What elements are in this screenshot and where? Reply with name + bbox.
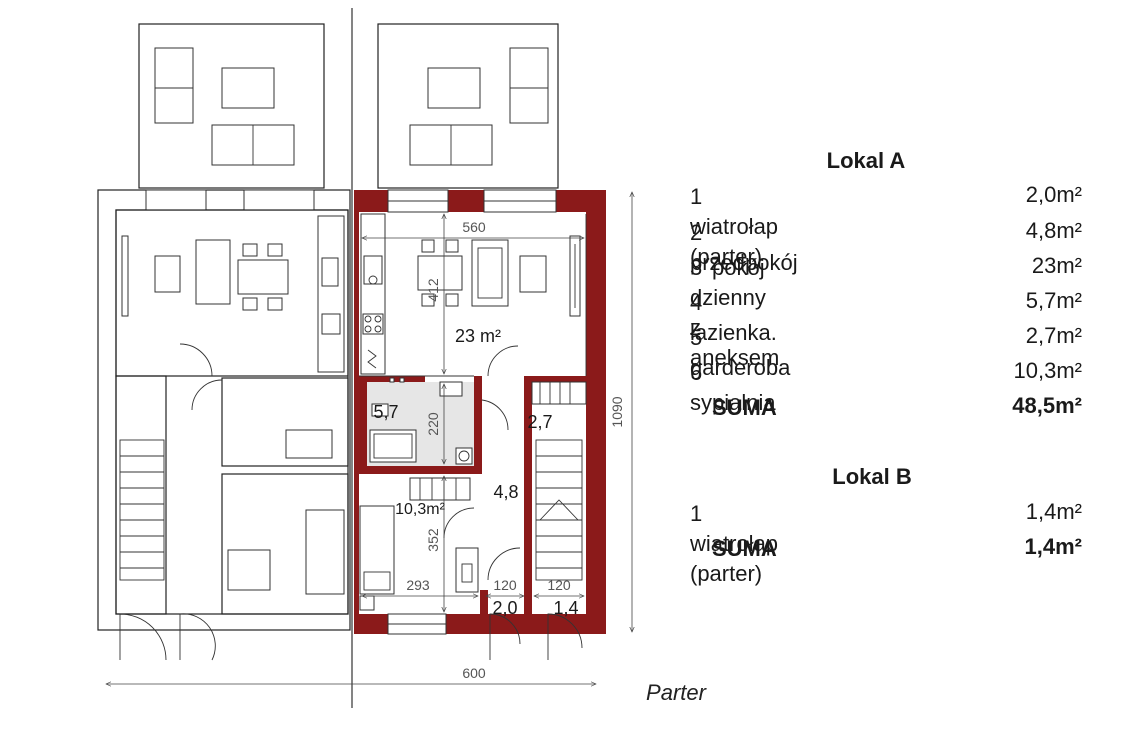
room-name: sypialnia [690,390,776,415]
bedroom-closet [409,477,471,501]
left-armchair [154,255,181,293]
left-bathroom [221,377,349,467]
stairs [535,439,583,581]
toilet [439,381,463,397]
room-name: pokój dzienny z aneksem [690,255,780,370]
legend-row: 4łazienka. [690,290,777,345]
desk [455,547,479,593]
dim-vestibule-a-width: 120 [493,577,517,593]
dim-living-depth: 412 [425,278,441,302]
label-vestibule-b-area: 1,4 [553,598,578,618]
legend-row: 2przedpokój [690,220,798,275]
room-area: 1,4m² [1025,499,1082,524]
room-name: wiatrołap (parter) [690,214,779,269]
washbasin [371,403,389,417]
fridge-icon [367,349,377,369]
left-terrace-sofa [154,47,194,124]
right-unit [354,23,606,660]
legend-lokal-a-title: Lokal A [826,148,906,173]
bathtub [369,429,417,463]
dim-bath-depth: 220 [425,412,441,436]
room-area: 5,7m² [1025,288,1082,313]
bed [359,505,395,595]
entrance-door-b [547,613,583,660]
legend-row: 1wiatrołap (parter) [690,501,779,586]
floor-caption: Parter [646,680,708,705]
room-name: łazienka. [690,320,777,345]
label-bedroom-area: 10,3m² [395,501,445,518]
left-unit [97,23,351,661]
label-vestibule-a-area: 2,0 [492,598,517,618]
room-name: garderoba [690,355,791,380]
left-terrace-table [221,67,275,109]
legend-sum-value: 1,4m² [1024,534,1082,559]
cooktop-icon [362,313,384,335]
sink-icon [363,255,383,285]
legend-row: 5garderoba [690,325,791,380]
room-area: 4,8m² [1025,218,1082,243]
room-area: 2,0m² [1025,182,1082,207]
legend-sum-value: 48,5m² [1012,393,1082,418]
legend-row: 6sypialnia [690,360,776,415]
dim-bedroom-depth: 352 [425,528,441,552]
wall-west [354,190,359,634]
left-terrace [138,23,325,189]
dining-table [417,255,463,291]
dim-living-width: 560 [462,219,486,235]
dim-vestibule-b-width: 120 [547,577,571,593]
label-bath-area: 5,7 [373,402,398,422]
left-bed [305,509,345,595]
legend-sum-label: SUMA [712,395,777,420]
wall-east [586,190,606,634]
entrance-door-a [489,613,521,660]
left-kitchen-counter [317,215,345,373]
right-terrace-sofa [509,47,549,124]
dim-bedroom-width: 293 [406,577,430,593]
left-stairs [119,439,165,581]
right-terrace-table [427,67,481,109]
left-window-2 [243,189,315,211]
room-name: przedpokój [690,250,798,275]
kitchen-counter [360,213,386,375]
dim-unit-width: 600 [462,665,486,681]
dimension-lines [106,192,632,684]
label-wardrobe-area: 2,7 [527,412,552,432]
dim-unit-depth: 1090 [609,396,625,427]
room-area: 2,7m² [1025,323,1082,348]
left-bedroom [221,473,349,615]
sofa [471,239,509,307]
wall-stair-partition [524,376,532,614]
left-dining-table [237,259,289,295]
label-hall-area: 4,8 [493,482,518,502]
left-window-1 [145,189,207,211]
legend-row: 1wiatrołap (parter) [690,184,779,269]
armchair [519,255,547,293]
room-name: wiatrołap (parter) [690,531,779,586]
room-area: 23m² [1031,253,1082,278]
room-area: 10,3m² [1013,358,1082,383]
label-living-area: 23 m² [455,326,501,346]
legend-lokal-b-title: Lokal B [832,464,912,489]
right-terrace [377,23,559,189]
legend-sum-label: SUMA [712,536,777,561]
left-sofa [195,239,231,305]
